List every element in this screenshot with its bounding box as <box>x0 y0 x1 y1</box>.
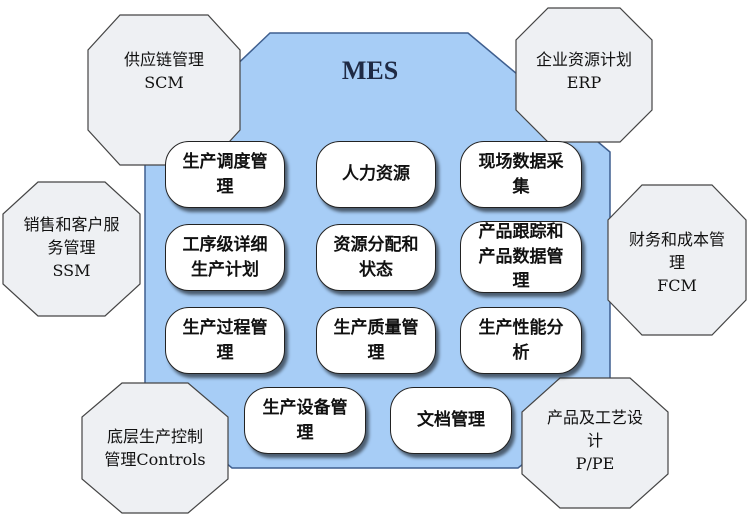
outer-octagon-ppe <box>521 377 669 509</box>
module-field-data-collection: 现场数据采 集 <box>460 141 582 208</box>
module-label: 生产性能分 析 <box>478 317 564 363</box>
module-label: 生产质量管 理 <box>333 317 419 363</box>
module-human-resources: 人力资源 <box>316 141 436 208</box>
outer-octagon-fcm <box>607 184 747 336</box>
module-label: 人力资源 <box>342 164 410 185</box>
outer-label-controls: 底层生产控制 管理Controls <box>104 427 206 470</box>
module-label: 资源分配和 状态 <box>333 234 419 280</box>
module-equipment-management: 生产设备管 理 <box>244 387 366 454</box>
module-label: 生产调度管 理 <box>182 151 268 197</box>
module-resource-allocation: 资源分配和 状态 <box>316 224 436 291</box>
outer-octagon-ssm <box>2 181 141 317</box>
module-label: 生产设备管 理 <box>262 397 348 443</box>
outer-label-ppe: 产品及工艺设 计 P/PE <box>546 408 643 474</box>
outer-label-scm: 供应链管理 SCM <box>123 50 204 93</box>
outer-label-fcm: 财务和成本管 理 FCM <box>628 230 725 296</box>
outer-label-ssm: 销售和客户服 务管理 SSM <box>23 215 120 281</box>
module-label: 产品跟踪和 产品数据管 理 <box>478 222 564 292</box>
module-document-management: 文档管理 <box>390 387 512 454</box>
module-label: 生产过程管 理 <box>182 317 268 363</box>
mes-title: MES <box>341 56 399 85</box>
module-production-quality: 生产质量管 理 <box>316 307 436 374</box>
module-production-scheduling: 生产调度管 理 <box>165 141 285 208</box>
outer-octagon-erp <box>515 7 653 143</box>
outer-octagon-controls <box>81 382 229 514</box>
module-detailed-process-planning: 工序级详细 生产计划 <box>165 224 285 291</box>
module-product-tracking: 产品跟踪和 产品数据管 理 <box>460 221 582 293</box>
module-production-process: 生产过程管 理 <box>165 307 285 374</box>
module-label: 文档管理 <box>417 410 485 431</box>
module-label: 工序级详细 生产计划 <box>182 234 268 280</box>
module-performance-analysis: 生产性能分 析 <box>460 307 582 374</box>
module-label: 现场数据采 集 <box>478 151 564 197</box>
outer-label-erp: 企业资源计划 ERP <box>535 50 632 93</box>
